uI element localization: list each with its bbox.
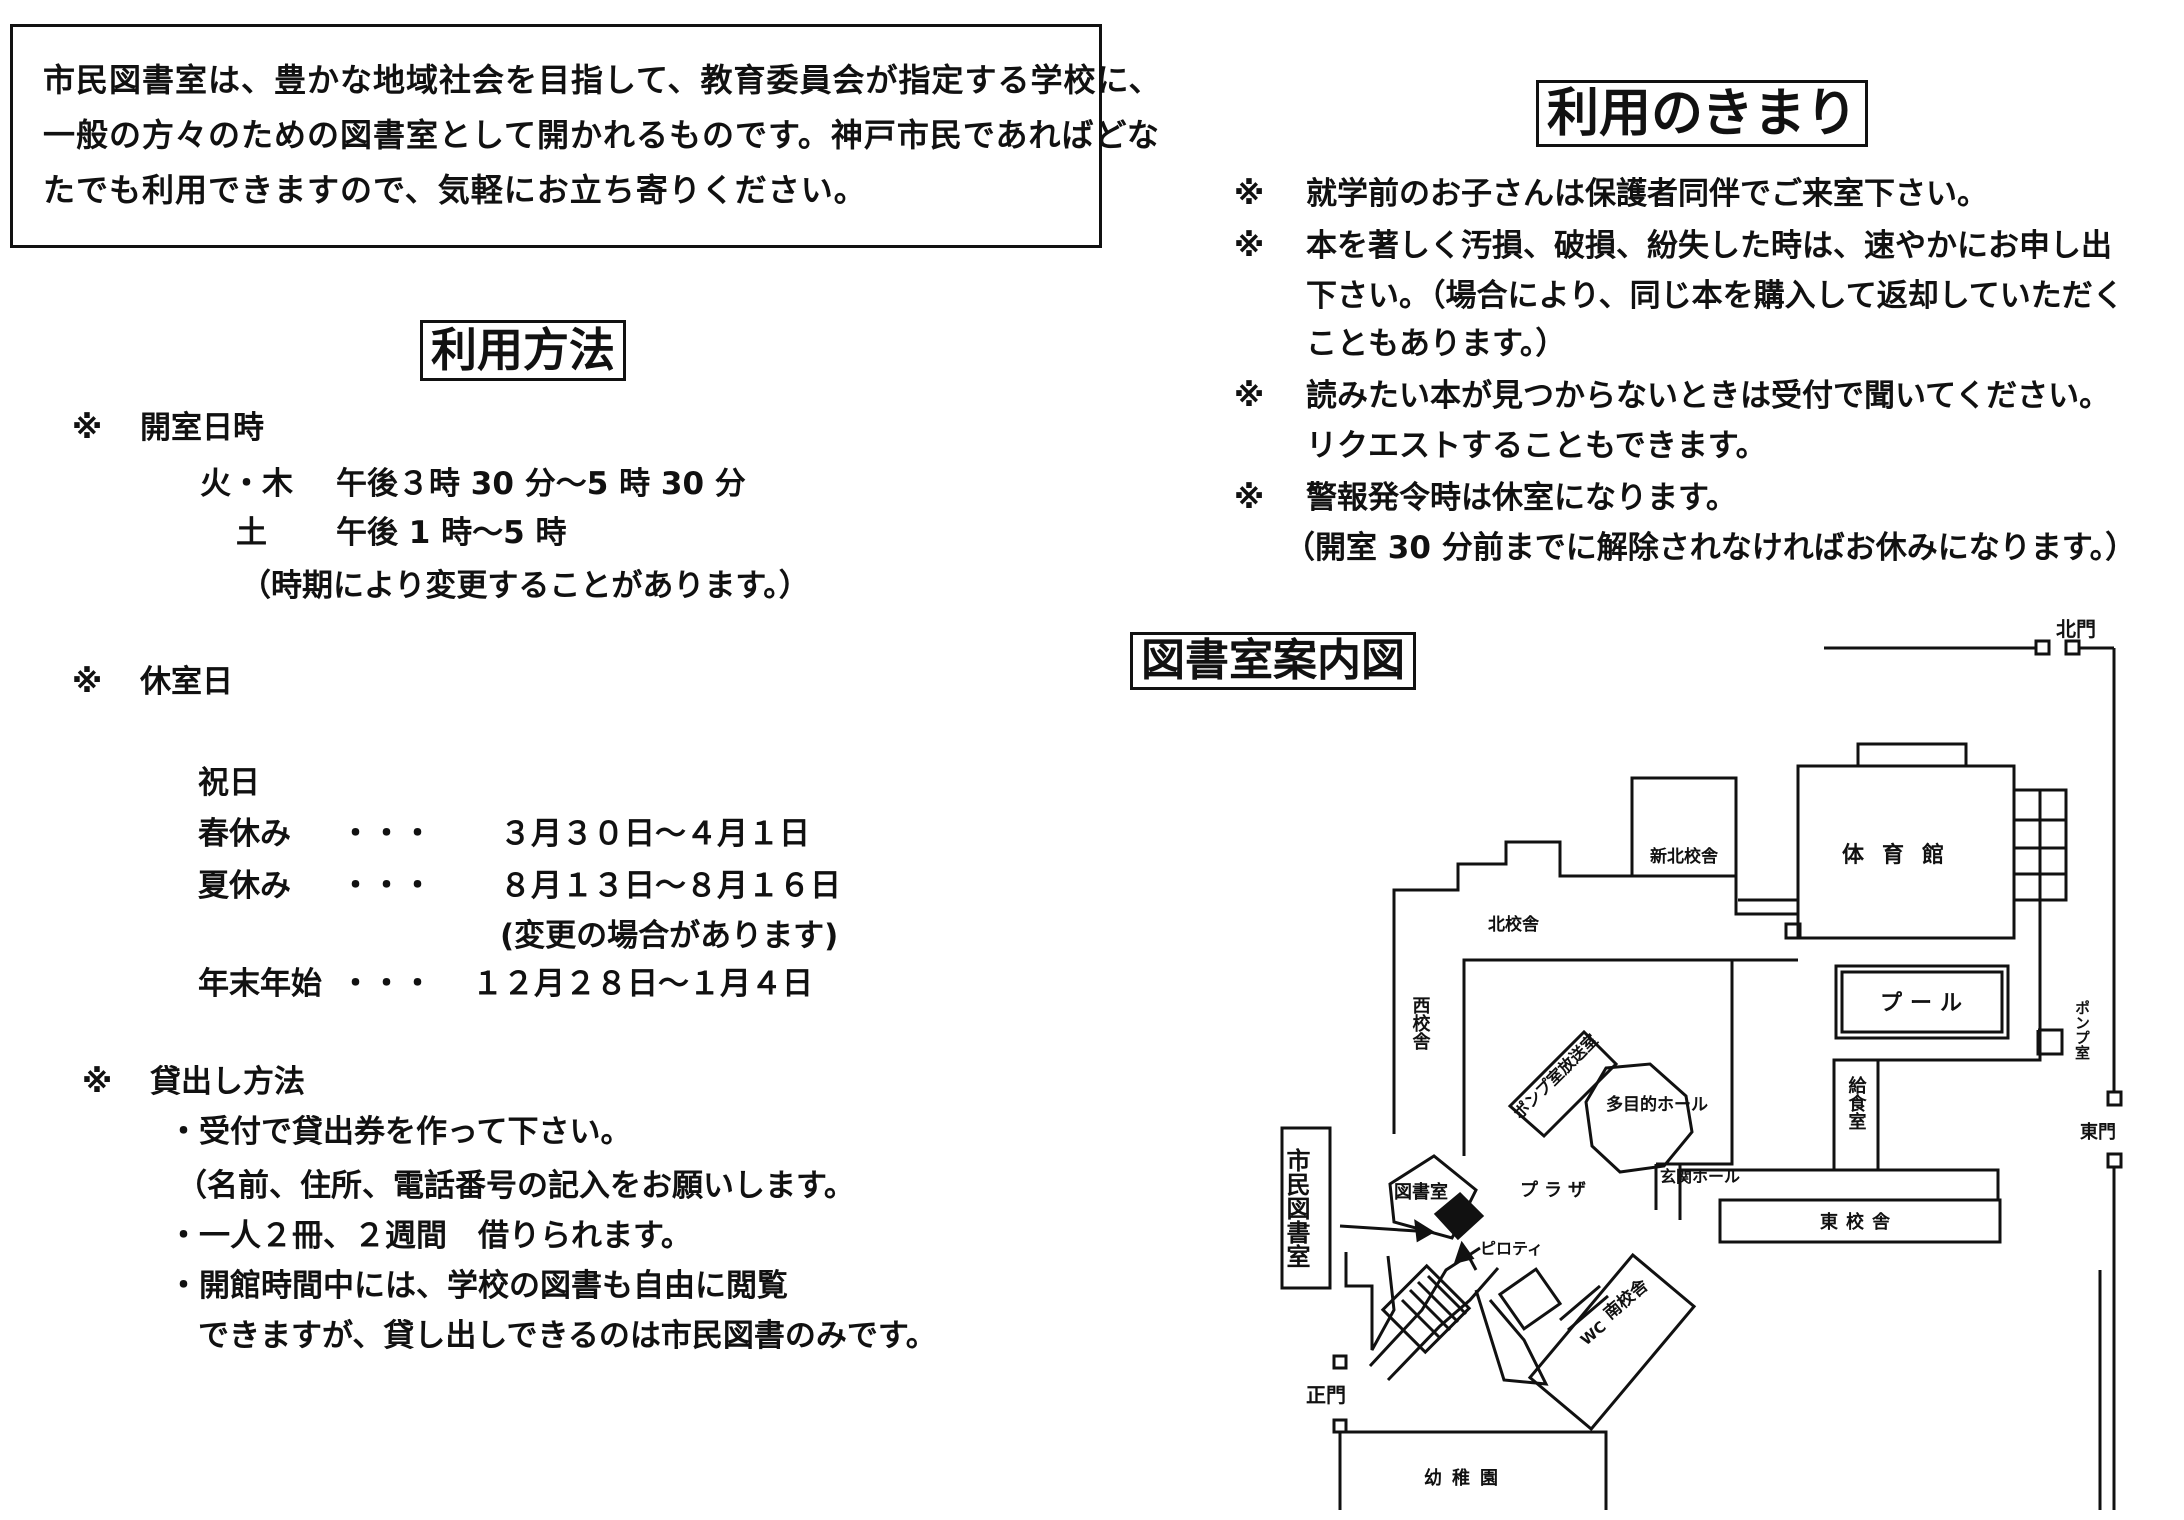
closed-heading-row: ※ 休室日 xyxy=(72,656,233,701)
intro-line: 市民図書室は、豊かな地域社会を目指して、教育委員会が指定する学校に、 xyxy=(43,61,1162,99)
intro-line: たでも利用できますので、気軽にお立ち寄りください。 xyxy=(43,171,867,209)
label-west: 西校舎 xyxy=(1410,996,1431,1051)
hours-day: 土 xyxy=(236,515,267,551)
label-kitchen: 給食室 xyxy=(1846,1075,1868,1130)
label-hall: 多目的ホール xyxy=(1606,1094,1708,1115)
reference-mark: ※ xyxy=(1234,378,1265,414)
lending-line: （名前、住所、電話番号の記入をお願いします。 xyxy=(176,1168,855,1204)
label-library: 図書室 xyxy=(1394,1181,1448,1203)
closed-dates: １２月２８日〜１月４日 xyxy=(472,966,813,1002)
rule-item: ※ 警報発令時は休室になります。 xyxy=(1234,472,1737,517)
map-title: 図書室案内図 xyxy=(1130,632,1416,691)
closed-dots: ・・・ xyxy=(340,816,433,852)
label-wc: WC xyxy=(1577,1318,1610,1350)
label-new-north: 新北校舎 xyxy=(1650,846,1719,867)
label-pool: プール xyxy=(1880,991,1970,1016)
closed-dates: ８月１３日〜８月１６日 xyxy=(500,868,841,904)
label-kindergarten: 幼稚園 xyxy=(1424,1467,1508,1489)
usage-title: 利用方法 xyxy=(420,320,626,381)
lending-heading: 貸出し方法 xyxy=(150,1064,305,1100)
rule-note: （開室 30 分前までに解除されなければお休みになります。） xyxy=(1284,530,2137,566)
reference-mark: ※ xyxy=(1234,480,1265,516)
reference-mark: ※ xyxy=(72,664,103,700)
closed-heading: 休室日 xyxy=(140,664,233,700)
reference-mark: ※ xyxy=(1234,228,1265,264)
label-main-gate: 正門 xyxy=(1306,1383,1346,1407)
label-north: 北校舎 xyxy=(1488,914,1540,935)
intro-box: 市民図書室は、豊かな地域社会を目指して、教育委員会が指定する学校に、 一般の方々… xyxy=(10,24,1162,248)
closed-dots: ・・・ xyxy=(340,868,433,904)
hours-row: 土 午後 1 時〜5 時 xyxy=(236,507,567,552)
label-entrance-hall: 玄関ホール xyxy=(1660,1167,1740,1186)
rule-line: 警報発令時は休室になります。 xyxy=(1306,480,1737,516)
closed-label: 春休み xyxy=(198,816,291,852)
closed-dates-note: (変更の場合があります) xyxy=(500,918,839,954)
hours-time: 午後３時 30 分〜5 時 30 分 xyxy=(336,466,746,502)
label-piloti: ピロティ xyxy=(1480,1239,1543,1258)
closed-dates: ３月３０日〜４月１日 xyxy=(500,816,810,852)
rule-line: 読みたい本が見つからないときは受付で聞いてください。 xyxy=(1306,378,2111,414)
label-pump: ポンプ室 xyxy=(2073,1000,2091,1060)
rule-line-cont: こともあります。） xyxy=(1306,326,1567,362)
reference-mark: ※ xyxy=(72,410,103,446)
lending-line: できますが、貸し出しできるのは市民図書のみです。 xyxy=(198,1318,937,1354)
closed-dots: ・・・ xyxy=(340,966,433,1002)
reference-mark: ※ xyxy=(82,1064,113,1100)
lending-line: ・受付で貸出券を作って下さい。 xyxy=(168,1114,632,1150)
rules-title: 利用のきまり xyxy=(1536,80,1869,148)
rule-line: 本を著しく汚損、破損、紛失した時は、速やかにお申し出 xyxy=(1306,228,2112,264)
label-library-sign: 市民図書室 xyxy=(1282,1147,1310,1268)
label-north-gate: 北門 xyxy=(2056,617,2096,641)
rule-line-cont: リクエストすることもできます。 xyxy=(1306,428,1767,464)
closed-label: 年末年始 xyxy=(198,966,322,1002)
intro-line: 一般の方々のための図書室として開かれるものです。神戸市民であればどな xyxy=(43,116,1160,154)
lending-line: ・一人２冊、２週間 借りられます。 xyxy=(168,1218,692,1254)
hours-heading: 開室日時 xyxy=(140,410,264,446)
rule-line: 就学前のお子さんは保護者同伴でご来室下さい。 xyxy=(1306,176,1988,212)
hours-note: （時期により変更することがあります。） xyxy=(240,568,810,604)
rule-item: ※ 読みたい本が見つからないときは受付で聞いてください。 xyxy=(1234,370,2110,415)
hours-row: 火・木 午後３時 30 分〜5 時 30 分 xyxy=(200,458,746,503)
rule-item: ※ 就学前のお子さんは保護者同伴でご来室下さい。 xyxy=(1234,168,1988,213)
rule-line-cont: 下さい。（場合により、同じ本を購入して返却していただく xyxy=(1306,278,2124,314)
lending-line: ・開館時間中には、学校の図書も自由に閲覧 xyxy=(168,1268,788,1304)
label-plaza: プラザ xyxy=(1520,1179,1592,1201)
closed-label: 祝日 xyxy=(198,765,260,801)
hours-heading-row: ※ 開室日時 xyxy=(72,402,264,447)
reference-mark: ※ xyxy=(1234,176,1265,212)
hours-time: 午後 1 時〜5 時 xyxy=(336,515,567,551)
closed-label: 夏休み xyxy=(198,868,291,904)
label-south: 南校舎 xyxy=(1600,1274,1653,1324)
label-east: 東校舎 xyxy=(1820,1211,1898,1233)
label-east-gate: 東門 xyxy=(2080,1121,2116,1143)
hours-day: 火・木 xyxy=(200,466,293,502)
rule-item: ※ 本を著しく汚損、破損、紛失した時は、速やかにお申し出 xyxy=(1234,220,2112,265)
lending-heading-row: ※ 貸出し方法 xyxy=(82,1056,305,1101)
label-gym: 体育館 xyxy=(1842,842,1962,868)
